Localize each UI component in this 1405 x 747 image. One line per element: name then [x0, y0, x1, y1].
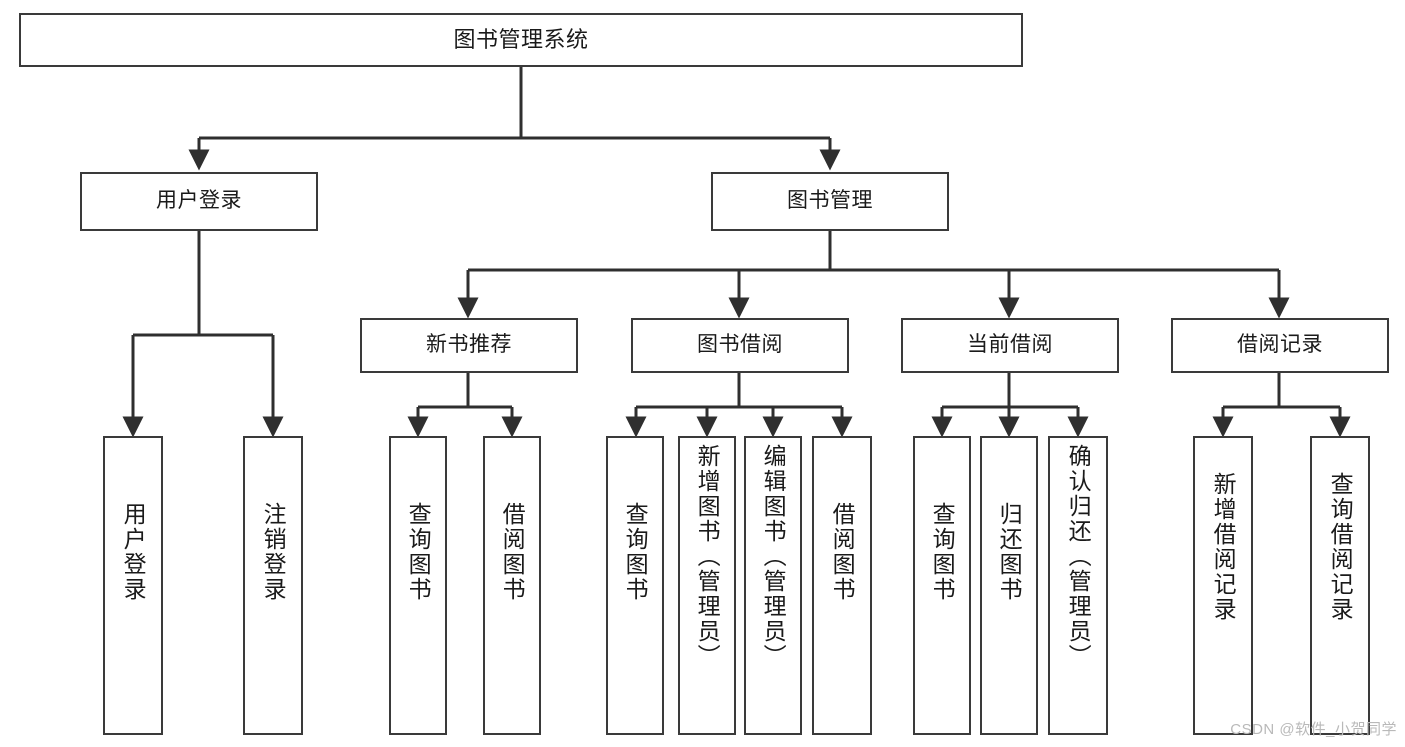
node-label: 用户登录 — [120, 502, 147, 602]
node-current-borrow[interactable]: 当前借阅 — [901, 318, 1119, 373]
node-label: 查询借阅记录 — [1327, 472, 1354, 622]
node-label: 注销登录 — [260, 502, 287, 602]
node-label: 用户登录 — [156, 189, 242, 213]
leaf-new-book-query[interactable]: 查询图书 — [389, 436, 447, 735]
leaf-book-borrow-query[interactable]: 查询图书 — [606, 436, 664, 735]
leaf-book-borrow-edit[interactable]: 编辑图书（管理员） — [744, 436, 802, 735]
leaf-borrow-record-query[interactable]: 查询借阅记录 — [1310, 436, 1370, 735]
node-label: 确认归还（管理员） — [1065, 444, 1092, 669]
node-label: 新书推荐 — [426, 333, 512, 357]
leaf-book-borrow-add[interactable]: 新增图书（管理员） — [678, 436, 736, 735]
node-book-borrow[interactable]: 图书借阅 — [631, 318, 849, 373]
node-label: 图书管理系统 — [453, 27, 589, 53]
leaf-borrow-record-add[interactable]: 新增借阅记录 — [1193, 436, 1253, 735]
node-new-book-recommend[interactable]: 新书推荐 — [360, 318, 578, 373]
node-label: 借阅记录 — [1237, 333, 1323, 357]
node-label: 归还图书 — [996, 502, 1023, 602]
node-label: 新增借阅记录 — [1210, 472, 1237, 622]
leaf-user-login-login[interactable]: 用户登录 — [103, 436, 163, 735]
node-label: 编辑图书（管理员） — [760, 444, 787, 669]
leaf-user-login-logout[interactable]: 注销登录 — [243, 436, 303, 735]
node-label: 查询图书 — [405, 502, 432, 602]
node-label: 新增图书（管理员） — [694, 444, 721, 669]
node-label: 当前借阅 — [967, 333, 1053, 357]
watermark: CSDN @软件_小贺同学 — [1230, 721, 1397, 738]
node-label: 图书借阅 — [697, 333, 783, 357]
node-label: 图书管理 — [787, 189, 873, 213]
node-label: 借阅图书 — [499, 502, 526, 602]
node-user-login[interactable]: 用户登录 — [80, 172, 318, 231]
leaf-current-borrow-query[interactable]: 查询图书 — [913, 436, 971, 735]
node-root-system[interactable]: 图书管理系统 — [19, 13, 1023, 67]
node-book-manage[interactable]: 图书管理 — [711, 172, 949, 231]
leaf-current-borrow-return[interactable]: 归还图书 — [980, 436, 1038, 735]
leaf-current-borrow-confirm[interactable]: 确认归还（管理员） — [1048, 436, 1108, 735]
node-label: 查询图书 — [622, 502, 649, 602]
leaf-new-book-borrow[interactable]: 借阅图书 — [483, 436, 541, 735]
node-label: 查询图书 — [929, 502, 956, 602]
leaf-book-borrow-borrow[interactable]: 借阅图书 — [812, 436, 872, 735]
node-borrow-record[interactable]: 借阅记录 — [1171, 318, 1389, 373]
node-label: 借阅图书 — [829, 502, 856, 602]
